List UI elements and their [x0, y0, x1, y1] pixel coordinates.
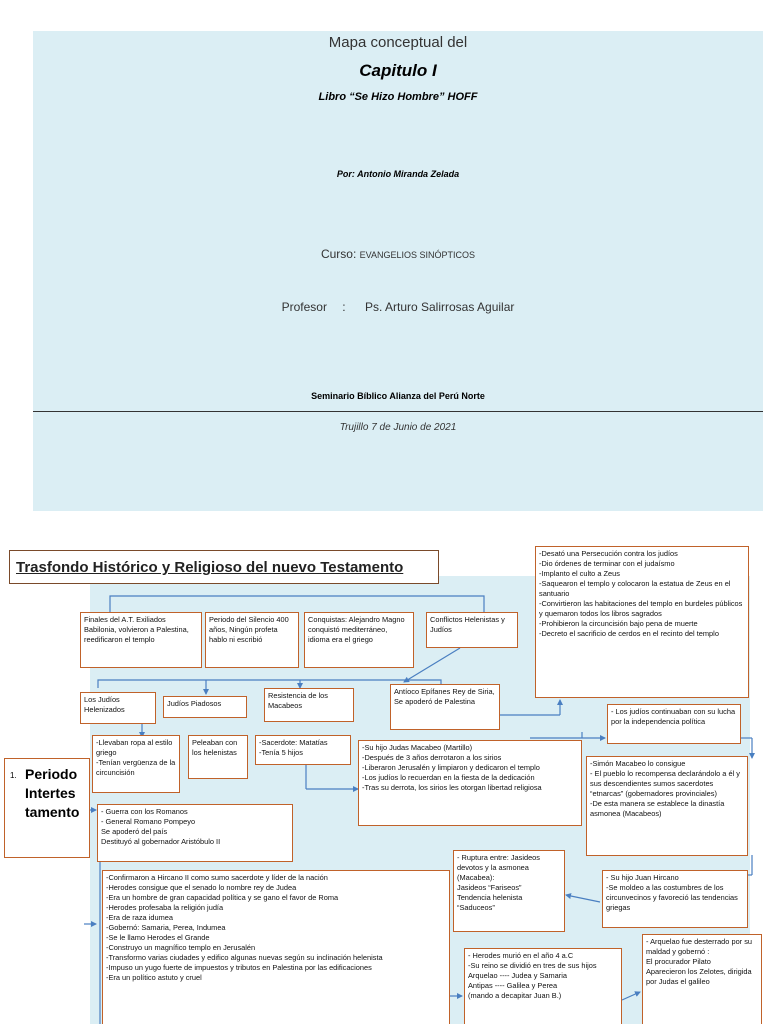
box-piadosos: Judíos Piadosos	[163, 696, 247, 718]
box-silencio-text: Periodo del Silencio 400 años, Ningún pr…	[209, 615, 289, 644]
cover-subtitle: Libro “Se Hizo Hombre” HOFF	[318, 91, 478, 103]
box-romanos: - Guerra con los Romanos - General Roman…	[97, 804, 293, 862]
cover-title-pre: Mapa conceptual del	[328, 34, 468, 51]
box-herodes: -Confirmaron a Hircano II como sumo sace…	[102, 870, 450, 1024]
box-simon-macabeo-text: -Simón Macabeo lo consigue - El pueblo l…	[590, 759, 740, 818]
box-romanos-text: - Guerra con los Romanos - General Roman…	[101, 807, 221, 846]
box-estilo-griego-text: -Llevaban ropa al estilo griego -Tenían …	[96, 738, 176, 777]
teacher-value: Ps. Arturo Salirrosas Aguilar	[364, 300, 515, 314]
box-resistencia-text: Resistencia de los Macabeos	[268, 691, 328, 710]
box-arquelao: - Arquelao fue desterrado por su maldad …	[642, 934, 762, 1024]
box-conflictos: Conflictos Helenistas y Judíos	[426, 612, 518, 648]
box-persecution: -Desató una Persecución contra los judío…	[535, 546, 749, 698]
period-box: 1. Periodo Intertes tamento	[4, 758, 90, 858]
cover-teacher: Profesor : Ps. Arturo Salirrosas Aguilar	[33, 300, 763, 314]
map-title-box: Trasfondo Histórico y Religioso del nuev…	[9, 550, 439, 584]
box-herodes-murio-text: - Herodes murió en el año 4 a.C -Su rein…	[468, 951, 597, 1000]
box-ruptura-text: - Ruptura entre: Jasideos devotos y la a…	[457, 853, 540, 912]
box-juan-hircano: - Su hijo Juan Hircano -Se moldeo a las …	[602, 870, 748, 928]
box-simon-macabeo: -Simón Macabeo lo consigue - El pueblo l…	[586, 756, 748, 856]
box-herodes-text: -Confirmaron a Hircano II como sumo sace…	[106, 873, 383, 982]
teacher-separator: :	[342, 300, 346, 314]
box-juan-hircano-text: - Su hijo Juan Hircano -Se moldeo a las …	[606, 873, 738, 912]
box-peleaban-text: Peleaban con los helenistas	[192, 738, 238, 757]
box-conquistas: Conquistas: Alejandro Magno conquistó me…	[304, 612, 414, 668]
teacher-label: Profesor	[281, 300, 327, 314]
cover-title: Capitulo I	[359, 61, 437, 80]
box-resistencia: Resistencia de los Macabeos	[264, 688, 354, 722]
box-continuaban-text: - Los judíos continuaban con su lucha po…	[611, 707, 736, 726]
box-finales-at: Finales del A.T. Exiliados Babilonia, vo…	[80, 612, 202, 668]
cover-date: Trujillo 7 de Junio de 2021	[339, 422, 457, 433]
map-title: Trasfondo Histórico y Religioso del nuev…	[16, 559, 404, 576]
box-antioco-text: Antíoco Epífanes Rey de Siria, Se apoder…	[394, 687, 495, 706]
box-silencio: Periodo del Silencio 400 años, Ningún pr…	[205, 612, 299, 668]
box-sacerdote: -Sacerdote: Matatías -Tenía 5 hijos	[255, 735, 351, 765]
box-helenizados-text: Los Judíos Helenizados	[84, 695, 125, 714]
course-label: Curso:	[320, 247, 357, 261]
period-number: 1.	[10, 771, 17, 780]
box-judas-macabeo: -Su hijo Judas Macabeo (Martillo) -Despu…	[358, 740, 582, 826]
cover-seminary: Seminario Bíblico Alianza del Perú Norte	[311, 391, 485, 401]
box-conflictos-text: Conflictos Helenistas y Judíos	[430, 615, 505, 634]
box-peleaban: Peleaban con los helenistas	[188, 735, 248, 779]
box-antioco: Antíoco Epífanes Rey de Siria, Se apoder…	[390, 684, 500, 730]
period-label: Periodo Intertes tamento	[25, 766, 80, 820]
box-helenizados: Los Judíos Helenizados	[80, 692, 156, 724]
box-persecution-text: -Desató una Persecución contra los judío…	[539, 549, 743, 638]
box-conquistas-text: Conquistas: Alejandro Magno conquistó me…	[308, 615, 405, 644]
cover-course: Curso: EVANGELIOS SINÓPTICOS	[33, 247, 763, 261]
box-finales-at-text: Finales del A.T. Exiliados Babilonia, vo…	[84, 615, 189, 644]
concept-map: Trasfondo Histórico y Religioso del nuev…	[0, 530, 768, 1024]
cover-author: Por: Antonio Miranda Zelada	[336, 169, 460, 179]
cover-divider	[33, 411, 763, 412]
cover-page: Mapa conceptual del Capitulo I Libro “Se…	[33, 31, 763, 511]
box-arquelao-text: - Arquelao fue desterrado por su maldad …	[646, 937, 752, 986]
box-ruptura: - Ruptura entre: Jasideos devotos y la a…	[453, 850, 565, 932]
box-judas-macabeo-text: -Su hijo Judas Macabeo (Martillo) -Despu…	[362, 743, 542, 792]
box-sacerdote-text: -Sacerdote: Matatías -Tenía 5 hijos	[259, 738, 328, 757]
box-piadosos-text: Judíos Piadosos	[167, 699, 222, 708]
box-continuaban: - Los judíos continuaban con su lucha po…	[607, 704, 741, 744]
course-value: EVANGELIOS SINÓPTICOS	[359, 250, 476, 260]
box-herodes-murio: - Herodes murió en el año 4 a.C -Su rein…	[464, 948, 622, 1024]
box-estilo-griego: -Llevaban ropa al estilo griego -Tenían …	[92, 735, 180, 793]
